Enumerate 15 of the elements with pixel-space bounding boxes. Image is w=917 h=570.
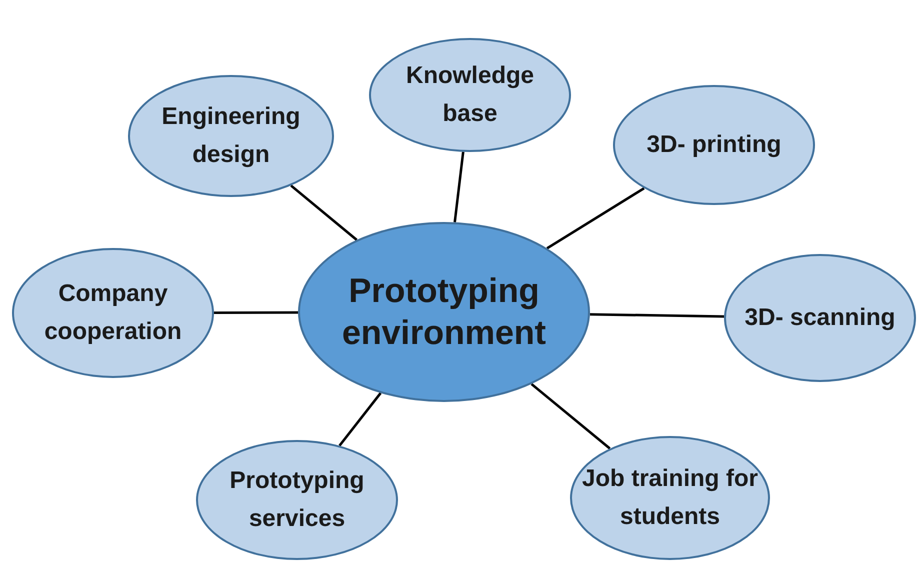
connector-line — [546, 187, 645, 250]
node-label: 3D- printing — [646, 130, 782, 160]
connector-line — [214, 311, 298, 314]
node-label: Prototyping services — [228, 466, 366, 534]
node-label: Company cooperation — [43, 279, 183, 347]
node-label: Knowledge base — [404, 61, 535, 129]
connector-line — [454, 152, 464, 222]
node-label: Job training for students — [581, 464, 759, 532]
connector-line — [290, 184, 358, 241]
connector-line — [590, 313, 724, 318]
node-label: Prototyping environment — [340, 271, 548, 354]
connector-line — [530, 383, 611, 450]
node-label: 3D- scanning — [744, 303, 896, 333]
connector-line — [338, 392, 382, 446]
node-label: Engineering design — [160, 102, 302, 170]
